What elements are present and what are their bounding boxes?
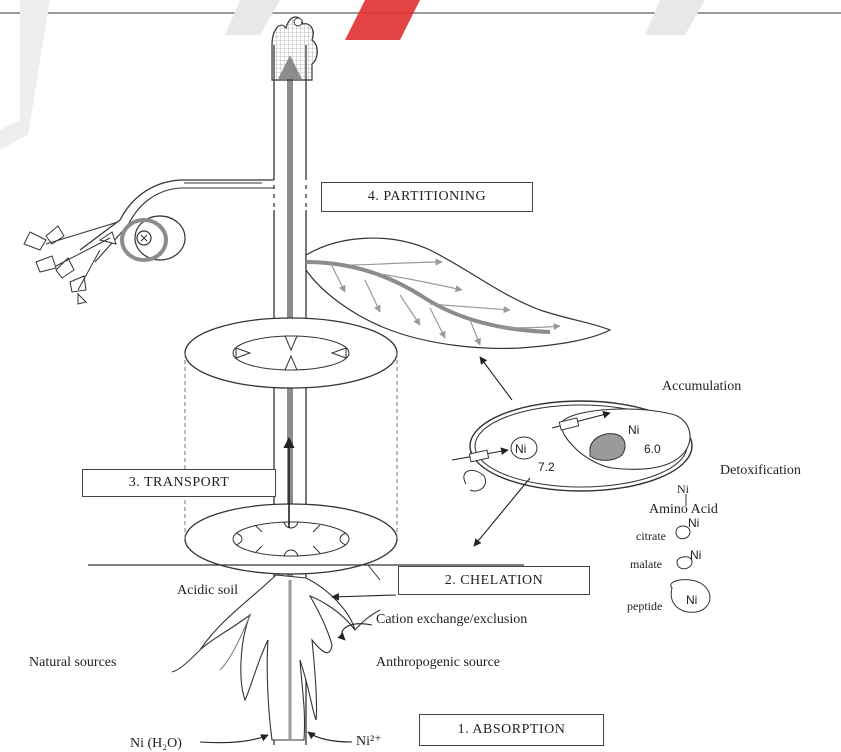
watermark-light-1 (225, 0, 280, 35)
cell-ligand (464, 470, 486, 491)
step-partitioning: 4. PARTITIONING (321, 182, 533, 212)
watermark-band (0, 0, 50, 150)
chelation-arrow (332, 595, 396, 597)
label-cation-exchange: Cation exchange/exclusion (376, 613, 527, 627)
cell-ph-vacuole: 6.0 (644, 443, 661, 455)
label-ni-water: Ni (H₂O) (130, 737, 182, 751)
cell-ph-cytosol: 7.2 (538, 461, 555, 473)
label-detoxification: Detoxification (720, 464, 801, 478)
label-accumulation: Accumulation (662, 380, 741, 394)
ligand-malate-ni: Ni (690, 549, 701, 561)
shoot-apex (272, 17, 317, 80)
root-system (200, 575, 355, 740)
step-transport: 3. TRANSPORT (82, 469, 276, 497)
label-natural-sources: Natural sources (29, 656, 116, 670)
ni-water-arrow (200, 735, 268, 743)
ligand-amino-acid: Amino Acid (649, 503, 718, 517)
label-ni-ion: Ni²⁺ (356, 735, 382, 749)
watermark-light-2 (645, 0, 705, 35)
watermark-accent (345, 0, 420, 40)
ligand-peptide: peptide (627, 600, 662, 612)
ligand-amino-acid-ni: Ni (677, 483, 689, 495)
step-chelation: 2. CHELATION (398, 566, 590, 595)
apex-bud (294, 18, 302, 26)
ligand-citrate: citrate (636, 530, 666, 542)
step-absorption: 1. ABSORPTION (419, 714, 604, 746)
cell-ni-inner: Ni (515, 443, 526, 455)
ligand-citrate-ni: Ni (688, 517, 699, 529)
cation-exchange-arrow (342, 624, 372, 640)
cell-ni-vacuole: Ni (628, 424, 639, 436)
ni-ion-arrow (308, 732, 352, 742)
label-acidic-soil: Acidic soil (177, 584, 238, 598)
ligand-peptide-ni: Ni (686, 594, 697, 606)
label-anthropogenic-source: Anthropogenic source (376, 656, 500, 670)
to-leaf-arrow (480, 357, 512, 400)
ligand-malate: malate (630, 558, 662, 570)
